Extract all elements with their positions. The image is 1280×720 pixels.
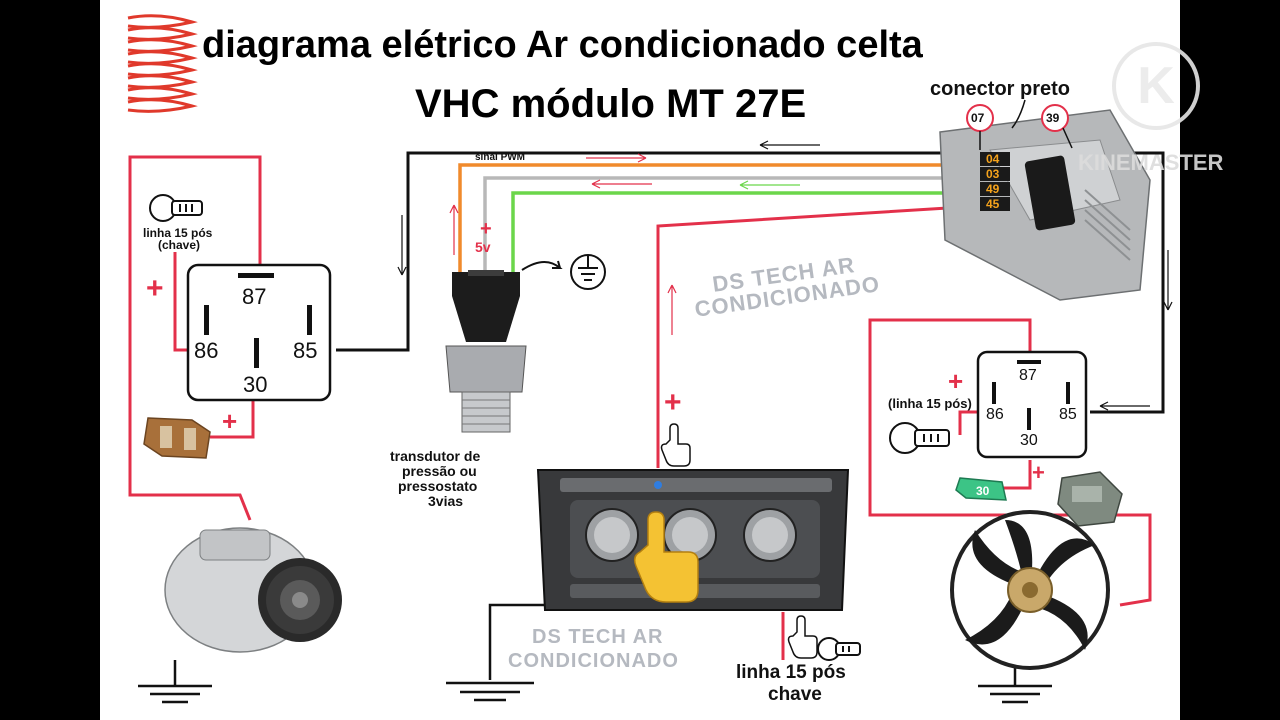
pointing-hand-icon <box>633 511 699 603</box>
ground-symbol-compressor <box>138 660 212 704</box>
relay-right-30: 30 <box>1020 432 1038 449</box>
wire-right-relay-86 <box>958 410 978 435</box>
connector-arrow <box>1011 99 1026 129</box>
relay-left-86: 86 <box>194 338 219 363</box>
fuse-right-label: 30 <box>976 484 990 498</box>
key-icon-bottom <box>817 637 861 661</box>
relay-socket-icon <box>1057 471 1123 527</box>
pin-07-label: 07 <box>971 111 985 125</box>
ac-compressor-icon <box>164 527 342 653</box>
wire-green <box>511 191 980 272</box>
relay-right-86: 86 <box>986 406 1004 423</box>
ground-symbol-fan <box>978 660 1052 704</box>
wire-left-relay-30-fuse <box>210 400 255 439</box>
connector-label: conector preto <box>930 78 1071 100</box>
bottom-key-label-2: chave <box>768 684 822 705</box>
transducer-label-3: pressostato <box>398 478 478 494</box>
ground-symbol-transducer <box>521 254 606 290</box>
wire-left-relay-86-key <box>173 252 188 352</box>
transducer-label-2: pressão ou <box>402 463 477 479</box>
fuse-left-icon <box>143 417 211 459</box>
wiring-diagram <box>127 14 1173 704</box>
ecu-module <box>939 109 1151 301</box>
plus-sign-left-86: + <box>146 272 164 305</box>
watermark-bottom-1: DS TECH AR <box>532 626 664 648</box>
diagram-title-line2: VHC módulo MT 27E <box>415 82 807 126</box>
relay-left-30: 30 <box>243 372 268 397</box>
plus-5v-sign: + <box>480 218 492 240</box>
transducer-label-1: transdutor de <box>390 448 481 464</box>
relay-right-87: 87 <box>1019 367 1037 384</box>
key-icon-left <box>149 194 203 222</box>
diagram-title-line1: diagrama elétrico Ar condicionado celta <box>202 24 923 66</box>
wire-gray <box>483 176 980 272</box>
pin-39-arrow <box>1062 127 1073 149</box>
diagram-canvas: diagrama elétrico Ar condicionado celta … <box>100 0 1180 720</box>
pin-39-badge <box>1041 104 1069 132</box>
plus-sign-right-fuse: + <box>1032 460 1045 485</box>
plus-sign-panel: + <box>664 386 682 419</box>
key-left-label-2: (chave) <box>158 238 201 252</box>
wire-right-relay-87 <box>868 318 1152 607</box>
plus-sign-right-86: + <box>948 366 964 396</box>
key-icon-right <box>889 422 950 454</box>
radiator-fan-icon <box>950 510 1110 670</box>
relay-left-87: 87 <box>242 284 267 309</box>
plus-sign-left-fuse: + <box>222 406 238 436</box>
ground-symbol-panel <box>446 681 534 702</box>
relay-right <box>976 350 1088 459</box>
fuse-right-icon <box>955 477 1007 501</box>
wire-left-relay-87-top <box>128 155 262 521</box>
voltage-label: 5v <box>475 239 491 255</box>
pressure-transducer-icon <box>445 270 527 433</box>
ecu-pin-04: 04 <box>986 152 1000 166</box>
signal-pwm-label: sinal PWM <box>475 152 526 163</box>
relay-right-85: 85 <box>1059 406 1077 423</box>
wire-ecu-45-to-panel <box>656 204 981 468</box>
wire-right-relay-30-fuse <box>1000 460 1032 490</box>
key-right-label: (linha 15 pós) <box>888 396 972 411</box>
ecu-pin-badges <box>980 152 1010 211</box>
cursor-hand-icon <box>660 423 691 467</box>
ecu-pin-49: 49 <box>986 182 1000 196</box>
cursor-hand-icon-bottom <box>787 615 818 659</box>
wire-pwm-orange <box>458 163 980 272</box>
flow-arrows-red <box>449 153 677 335</box>
bottom-key-label-1: linha 15 pós <box>736 662 846 683</box>
flow-arrows-green <box>739 180 800 190</box>
flow-arrows <box>397 140 1173 411</box>
key-left-label-1: linha 15 pós <box>143 226 213 240</box>
relay-left <box>186 263 332 402</box>
transducer-label-4: 3vias <box>428 493 464 509</box>
pin-39-label: 39 <box>1046 111 1060 125</box>
watermark-bottom-2: CONDICIONADO <box>508 650 679 672</box>
wire-relay-left-85-to-ecu <box>336 151 980 352</box>
spring-logo <box>127 14 198 113</box>
ecu-pin-03: 03 <box>986 167 1000 181</box>
wire-panel-ground <box>488 603 560 680</box>
ecu-pin-45: 45 <box>986 197 1000 211</box>
relay-left-85: 85 <box>293 338 318 363</box>
